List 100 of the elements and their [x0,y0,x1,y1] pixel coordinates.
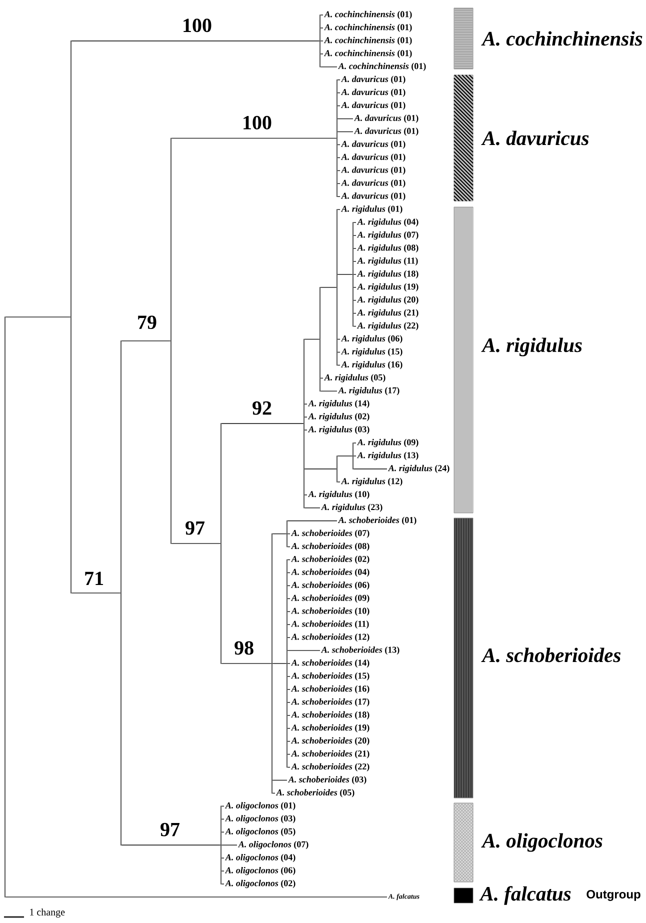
tree-branch [337,352,340,353]
clade-bar [453,74,474,202]
outgroup-box [454,888,474,904]
taxon-label: A. davuricus (01) [340,154,406,162]
tree-branch [320,378,324,379]
taxon-label: A. rigidulus (07) [356,231,418,240]
tree-branch [287,572,290,574]
taxon-label: A. rigidulus (11) [356,257,418,266]
tree-branch [337,196,340,197]
tree-branch [304,416,308,418]
tree-branch [287,740,290,742]
clade-bar [454,8,474,70]
tree-branch [337,209,340,210]
tree-branch [337,157,340,158]
tree-branch [171,138,337,139]
taxon-label: A. schoberioides (01) [338,516,416,525]
tree-branch [353,468,388,470]
taxon-label: A. rigidulus (04) [356,218,418,227]
taxon-label: A. oligoclonos (05) [224,828,296,836]
bootstrap-value: 100 [181,18,213,34]
tree-branch [337,274,353,275]
tree-branch [287,663,290,664]
bootstrap-value: 97 [159,822,182,838]
tree-branch [5,896,388,898]
tree-branch [337,144,340,146]
tree-branch [337,118,354,120]
tree-branch [221,423,304,424]
taxon-label: A. rigidulus (19) [356,283,418,292]
tree-branch [353,442,356,444]
taxon-label: A. schoberioides (09) [290,594,370,603]
taxon-label: A. cochinchinensis (01) [324,24,412,32]
taxon-label: A. davuricus (01) [340,102,406,110]
tree-branch [320,14,324,16]
taxon-label: A. rigidulus (05) [324,374,386,382]
taxon-label: A. schoberioides (04) [290,568,370,577]
taxon-label: A. davuricus (01) [354,128,418,136]
taxon-label: A. schoberioides (15) [290,672,370,681]
tree-branch [337,92,340,94]
tree-branch [337,364,340,366]
tree-branch [304,494,308,496]
tree-branch [353,286,356,288]
taxon-label: A. rigidulus (06) [340,335,402,344]
taxon-label: A. rigidulus (21) [356,309,418,318]
clade-name: A. falcatus [479,886,571,905]
taxon-label: A. schoberioides (12) [290,634,370,642]
taxon-label: A. schoberioides (02) [290,556,370,564]
taxon-label: A. schoberioides (19) [290,724,370,732]
tree-branch [320,66,338,68]
tree-branch [121,340,171,342]
tree-branch [272,792,276,794]
taxon-label: A. rigidulus (17) [338,387,400,396]
taxon-label: A. rigidulus (02) [308,413,370,422]
tree-branch [337,338,340,340]
tree-branch [304,507,320,508]
tree-branch [287,546,290,548]
tree-branch [353,261,356,262]
tree-branch [287,533,290,534]
bootstrap-value: 79 [136,314,158,330]
tree-branch [287,611,290,612]
taxon-label: A. schoberioides (06) [290,582,370,590]
taxon-label: A. cochinchinensis (01) [338,62,426,71]
taxon-label: A. schoberioides (05) [276,789,354,798]
taxon-label: A. schoberioides (18) [290,711,370,720]
taxon-label: A. schoberioides (13) [320,646,400,655]
tree-branch [353,326,356,327]
taxon-label: A. schoberioides (22) [290,763,370,772]
taxon-label: A. rigidulus (18) [356,270,418,278]
taxon-label: A. cochinchinensis (01) [324,10,412,20]
tree-branch [71,40,320,42]
taxon-label: A. schoberioides (20) [290,737,370,746]
tree-branch [353,312,356,314]
tree-branch [221,806,224,807]
bootstrap-value: 97 [184,520,206,536]
taxon-label: A. davuricus (01) [340,166,406,175]
clade-name: A. cochinchinensis [481,31,642,46]
tree-branch [287,520,338,522]
taxon-label: A. rigidulus (12) [340,478,402,486]
tree-branch [337,79,340,80]
tree-branch [320,390,338,392]
tree-branch [287,624,290,625]
tree-branch [353,248,356,249]
taxon-label: A. rigidulus (14) [308,400,370,408]
tree-branch [287,702,290,703]
taxon-label: A. cochinchinensis (01) [324,36,412,46]
tree-branch [337,170,340,172]
tree-branch [287,689,290,690]
tree-branch [353,274,356,275]
taxon-label: A. davuricus (01) [340,88,406,97]
tree-branch [287,637,290,638]
taxon-label: A. davuricus (01) [340,140,406,149]
tree-branch [221,844,238,846]
taxon-label: A. schoberioides (17) [290,698,370,706]
tree-branch [304,338,320,340]
tree-branch [337,105,340,106]
outgroup-label: Outgroup [586,890,640,901]
taxon-label: A. oligoclonos (02) [224,880,296,888]
tree-branch [121,844,221,846]
tree-branch [287,714,290,716]
bootstrap-value: 100 [240,114,273,130]
tree-branch [272,533,287,534]
